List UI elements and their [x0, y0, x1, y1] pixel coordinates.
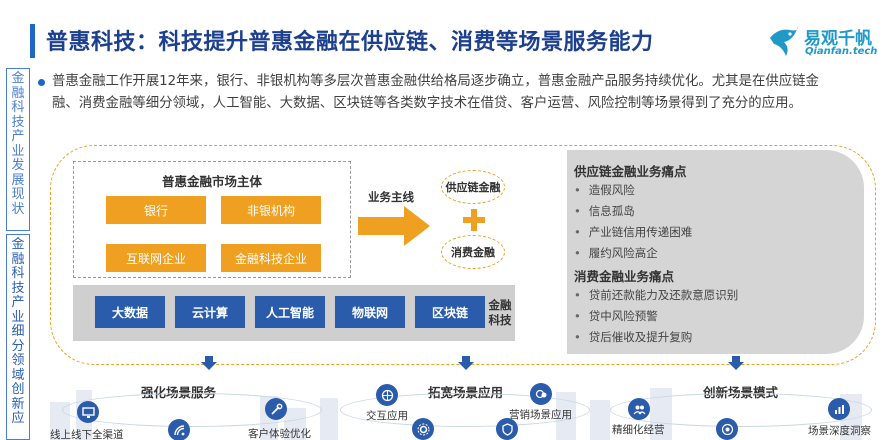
side-tab-char: 产 [11, 129, 25, 144]
scene-label: 场景深度洞察 [808, 425, 871, 437]
side-tab-char: 状 [11, 201, 25, 217]
side-tab-char: 业 [11, 143, 25, 159]
globe-icon [376, 384, 398, 406]
consumer-finance-node: 消费金融 [441, 235, 505, 269]
supply-pain-title: 供应链金融业务痛点 [574, 164, 687, 179]
intro-bullet-icon [38, 79, 45, 86]
tech-iot: 物联网 [335, 296, 405, 328]
org-bank: 银行 [106, 196, 206, 224]
scene-label: 客户体验优化 [248, 428, 311, 440]
scene-label: 营销场景应用 [509, 409, 572, 421]
supply-pain-item: 履约风险高企 [574, 245, 658, 261]
intro-paragraph: 普惠金融工作开展12年来，银行、非银机构等多层次普惠金融供给格局逐步确立，普惠金… [52, 74, 819, 111]
side-tab-industry-status[interactable]: 金 融 科 技 产 业 发 展 现 状 [6, 68, 30, 231]
side-tab-char: 金 [11, 237, 25, 252]
right-arrow-icon [358, 206, 430, 246]
shield-icon [496, 418, 518, 440]
org-internet: 互联网企业 [106, 244, 206, 272]
side-tab-char: 融 [11, 251, 25, 267]
people-icon [628, 398, 650, 420]
analytics-icon [828, 398, 850, 420]
tools-icon [265, 398, 287, 420]
logo-text-en: Qianfan.tech [805, 46, 878, 57]
side-tab-char: 融 [11, 85, 25, 101]
side-tab-char: 创 [11, 382, 25, 397]
target-icon [716, 418, 738, 440]
tech-big-data: 大数据 [95, 296, 165, 328]
down-arrow-icon [728, 356, 744, 370]
brand-logo: 易观千帆 Qianfan.tech [768, 22, 886, 62]
plus-icon [463, 209, 485, 231]
gear-icon [412, 418, 434, 440]
down-arrow-icon [201, 356, 217, 370]
side-tab-segment-innovation[interactable]: 金 融 科 技 产 业 细 分 领 域 创 新 应 [6, 234, 30, 440]
market-subjects-box: 普惠金融市场主体 [73, 161, 351, 278]
scene-label: 线上线下全渠道 [50, 429, 124, 440]
consumer-pain-item: 贷前还款能力及还款意愿识别 [574, 287, 739, 303]
org-nonbank: 非银机构 [221, 196, 321, 224]
scene-label: 精细化经营 [612, 424, 665, 436]
down-arrow-icon [458, 356, 474, 370]
market-subjects-title: 普惠金融市场主体 [161, 174, 262, 189]
tech-blockchain: 区块链 [415, 296, 485, 328]
side-tab-char: 展 [11, 172, 25, 188]
tech-ai: 人工智能 [255, 296, 325, 328]
side-tab-char: 科 [11, 266, 25, 281]
page-title: 普惠科技：科技提升普惠金融在供应链、消费等场景服务能力 [46, 30, 654, 55]
side-tab-char: 发 [11, 158, 25, 173]
logo-text-cn: 易观千帆 [804, 29, 872, 49]
side-tab-char: 域 [11, 367, 25, 383]
side-tab-char: 业 [11, 309, 25, 325]
side-tab-char: 新 [11, 396, 25, 412]
supply-pain-item: 造假风险 [574, 182, 635, 198]
scene-ellipse [340, 393, 590, 427]
side-tab-char: 金 [11, 71, 25, 86]
consumer-pain-item: 贷中风险预警 [574, 308, 658, 324]
fintech-label: 金融科技 [488, 298, 512, 327]
scene-ellipse [610, 393, 872, 427]
side-tab-char: 现 [11, 187, 25, 202]
logo-bird-icon [770, 26, 798, 56]
scene-ellipse [62, 393, 322, 427]
consumer-pain-item: 贷后催收及提升复购 [574, 329, 693, 345]
chat-icon [530, 383, 552, 405]
org-fintech: 金融科技企业 [221, 244, 321, 272]
side-tab-char: 细 [11, 324, 25, 339]
side-tab-char: 应 [11, 411, 25, 426]
side-tab-char: 技 [11, 114, 25, 130]
omnichannel-icon [77, 401, 99, 423]
supply-pain-item: 信息孤岛 [574, 203, 635, 219]
consumer-pain-title: 消费金融业务痛点 [574, 269, 675, 284]
tech-cloud: 云计算 [175, 296, 245, 328]
side-tab-char: 产 [11, 295, 25, 310]
supply-chain-finance-node: 供应链金融 [441, 170, 505, 204]
supply-pain-item: 产业链信用传递困难 [574, 224, 693, 240]
business-line-label: 业务主线 [368, 190, 414, 204]
side-tab-char: 领 [11, 353, 25, 368]
side-tab-char: 科 [11, 100, 25, 115]
side-tab-char: 分 [11, 338, 25, 354]
scene-label: 交互应用 [366, 410, 408, 422]
side-tab-char: 技 [11, 280, 25, 296]
title-accent-bar [30, 24, 35, 58]
signal-icon [168, 419, 190, 440]
